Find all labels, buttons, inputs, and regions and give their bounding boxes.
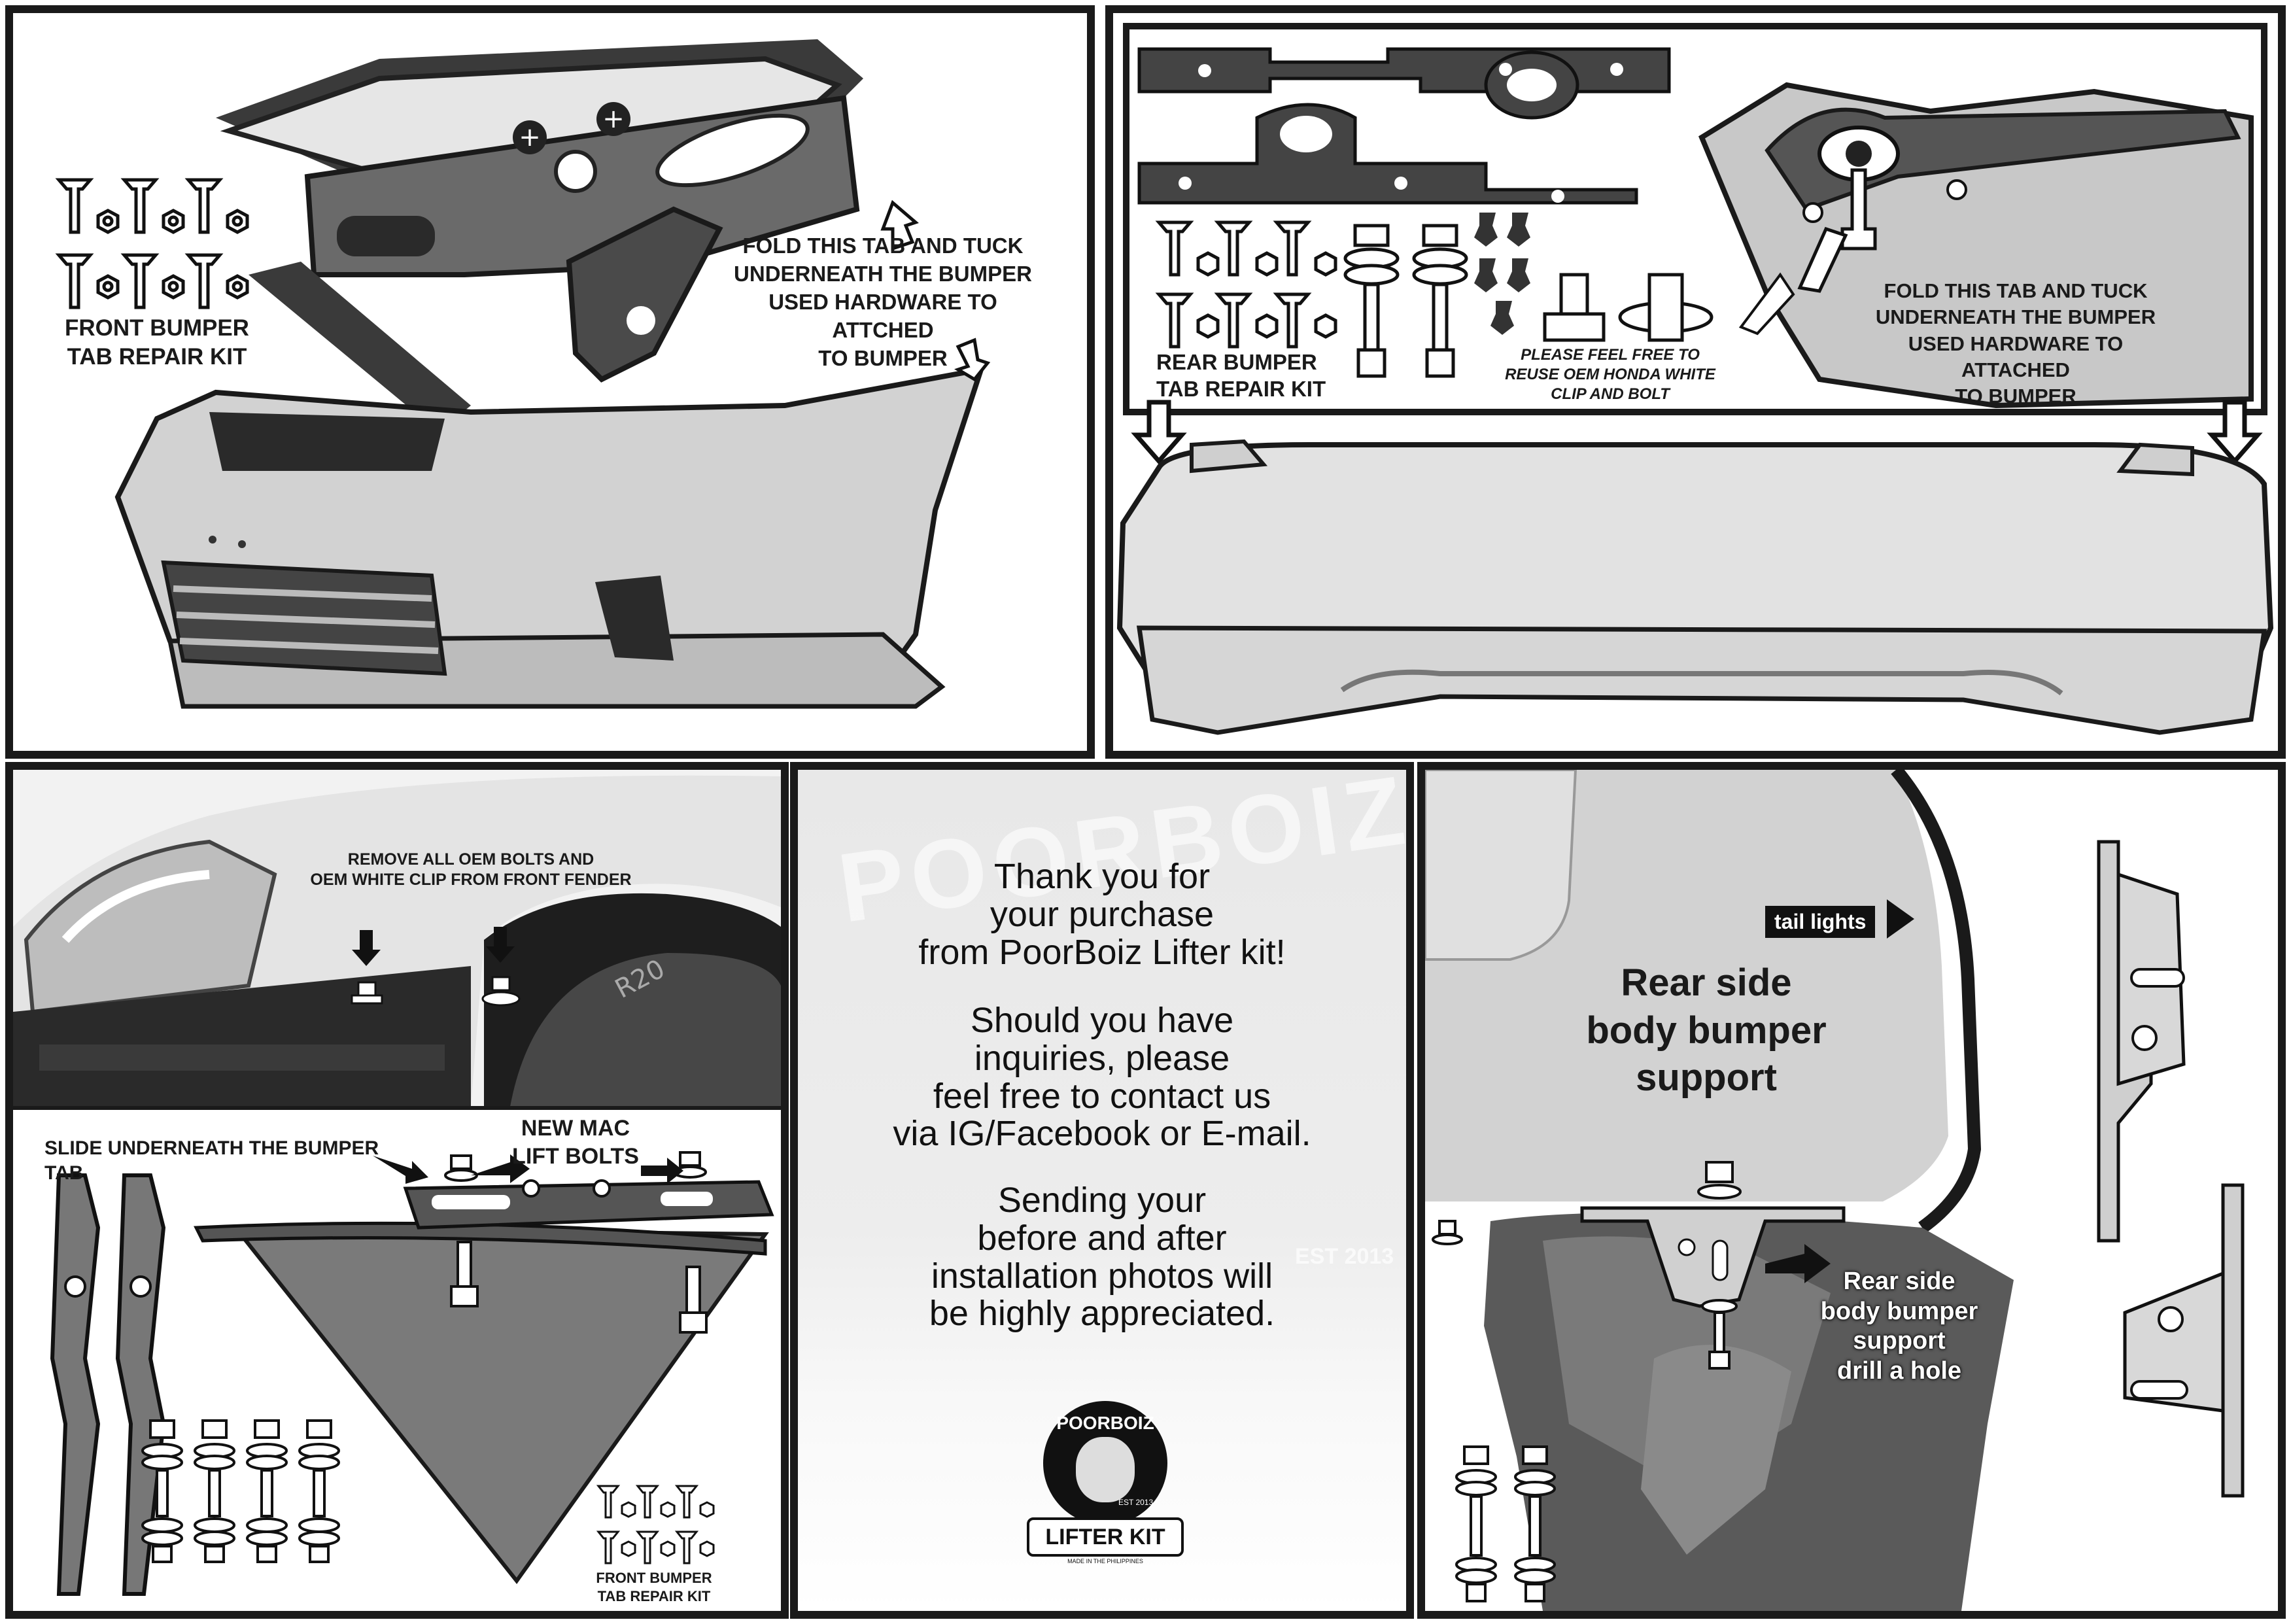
logo-made: MADE IN THE PHILIPPINES — [1067, 1558, 1143, 1564]
front-fold-instruction: FOLD THIS TAB AND TUCK UNDERNEATH THE BU… — [734, 233, 1032, 370]
front-bumper-illustration: + + — [55, 39, 991, 709]
slide-underneath-note: SLIDE UNDERNEATH THE BUMPER TAB — [44, 1137, 379, 1184]
logo-top-text: POORBOIZ — [1056, 1413, 1154, 1433]
tail-lights-arrow-icon — [1887, 899, 1914, 939]
logo-est: EST 2013 — [1118, 1498, 1154, 1507]
rear-bumper-illustration — [1116, 23, 2274, 735]
logo-bottom-text: LIFTER KIT — [1027, 1517, 1184, 1557]
front-bumper-panel: + + FRONT BUMPER TAB REP — [5, 5, 1095, 759]
new-mac-lift-bolts-note: NEW MAC LIFT BOLTS — [512, 1116, 639, 1169]
front-kit-label: FRONT BUMPER TAB REPAIR KIT — [65, 315, 249, 370]
watermark-year: EST 2013 — [1295, 1244, 1394, 1269]
rear-bumper-panel: REAR BUMPER TAB REPAIR KIT PLEASE FEEL F… — [1105, 5, 2286, 759]
remove-oem-note: REMOVE ALL OEM BOLTS AND OEM WHITE CLIP … — [310, 850, 632, 890]
rear-fold-instruction: FOLD THIS TAB AND TUCK UNDERNEATH THE BU… — [1875, 279, 2156, 408]
reuse-oem-note: PLEASE FEEL FREE TO REUSE OEM HONDA WHIT… — [1505, 346, 1715, 403]
lifter-kit-logo: POORBOIZ EST 2013 LIFTER KIT MADE IN THE… — [1027, 1401, 1184, 1578]
drill-hole-note: Rear side body bumper support drill a ho… — [1820, 1268, 1978, 1385]
thank-you-panel: POORBOIZ EST 2013 Thank you for your pur… — [790, 762, 1414, 1619]
rear-side-support-panel: tail lights Rear side body bumper suppor… — [1417, 762, 2286, 1619]
inquiries-message: Should you have inquiries, please feel f… — [893, 1001, 1311, 1154]
svg-text:+: + — [602, 104, 625, 134]
tail-lights-label: tail lights — [1765, 906, 1876, 938]
rear-side-illustration — [1425, 770, 2278, 1611]
logo-face-icon — [1076, 1437, 1135, 1502]
fender-kit-label: FRONT BUMPER TAB REPAIR KIT — [596, 1570, 712, 1604]
fender-install-panel: R20 — [5, 762, 789, 1619]
photos-message: Sending your before and after installati… — [929, 1181, 1275, 1334]
rear-kit-label: REAR BUMPER TAB REPAIR KIT — [1156, 350, 1326, 402]
svg-text:+: + — [519, 122, 541, 152]
rear-side-support-title: Rear side body bumper support — [1586, 961, 1827, 1099]
fender-illustration: R20 — [13, 770, 781, 1596]
thank-you-message: Thank you for your purchase from PoorBoi… — [918, 857, 1286, 972]
